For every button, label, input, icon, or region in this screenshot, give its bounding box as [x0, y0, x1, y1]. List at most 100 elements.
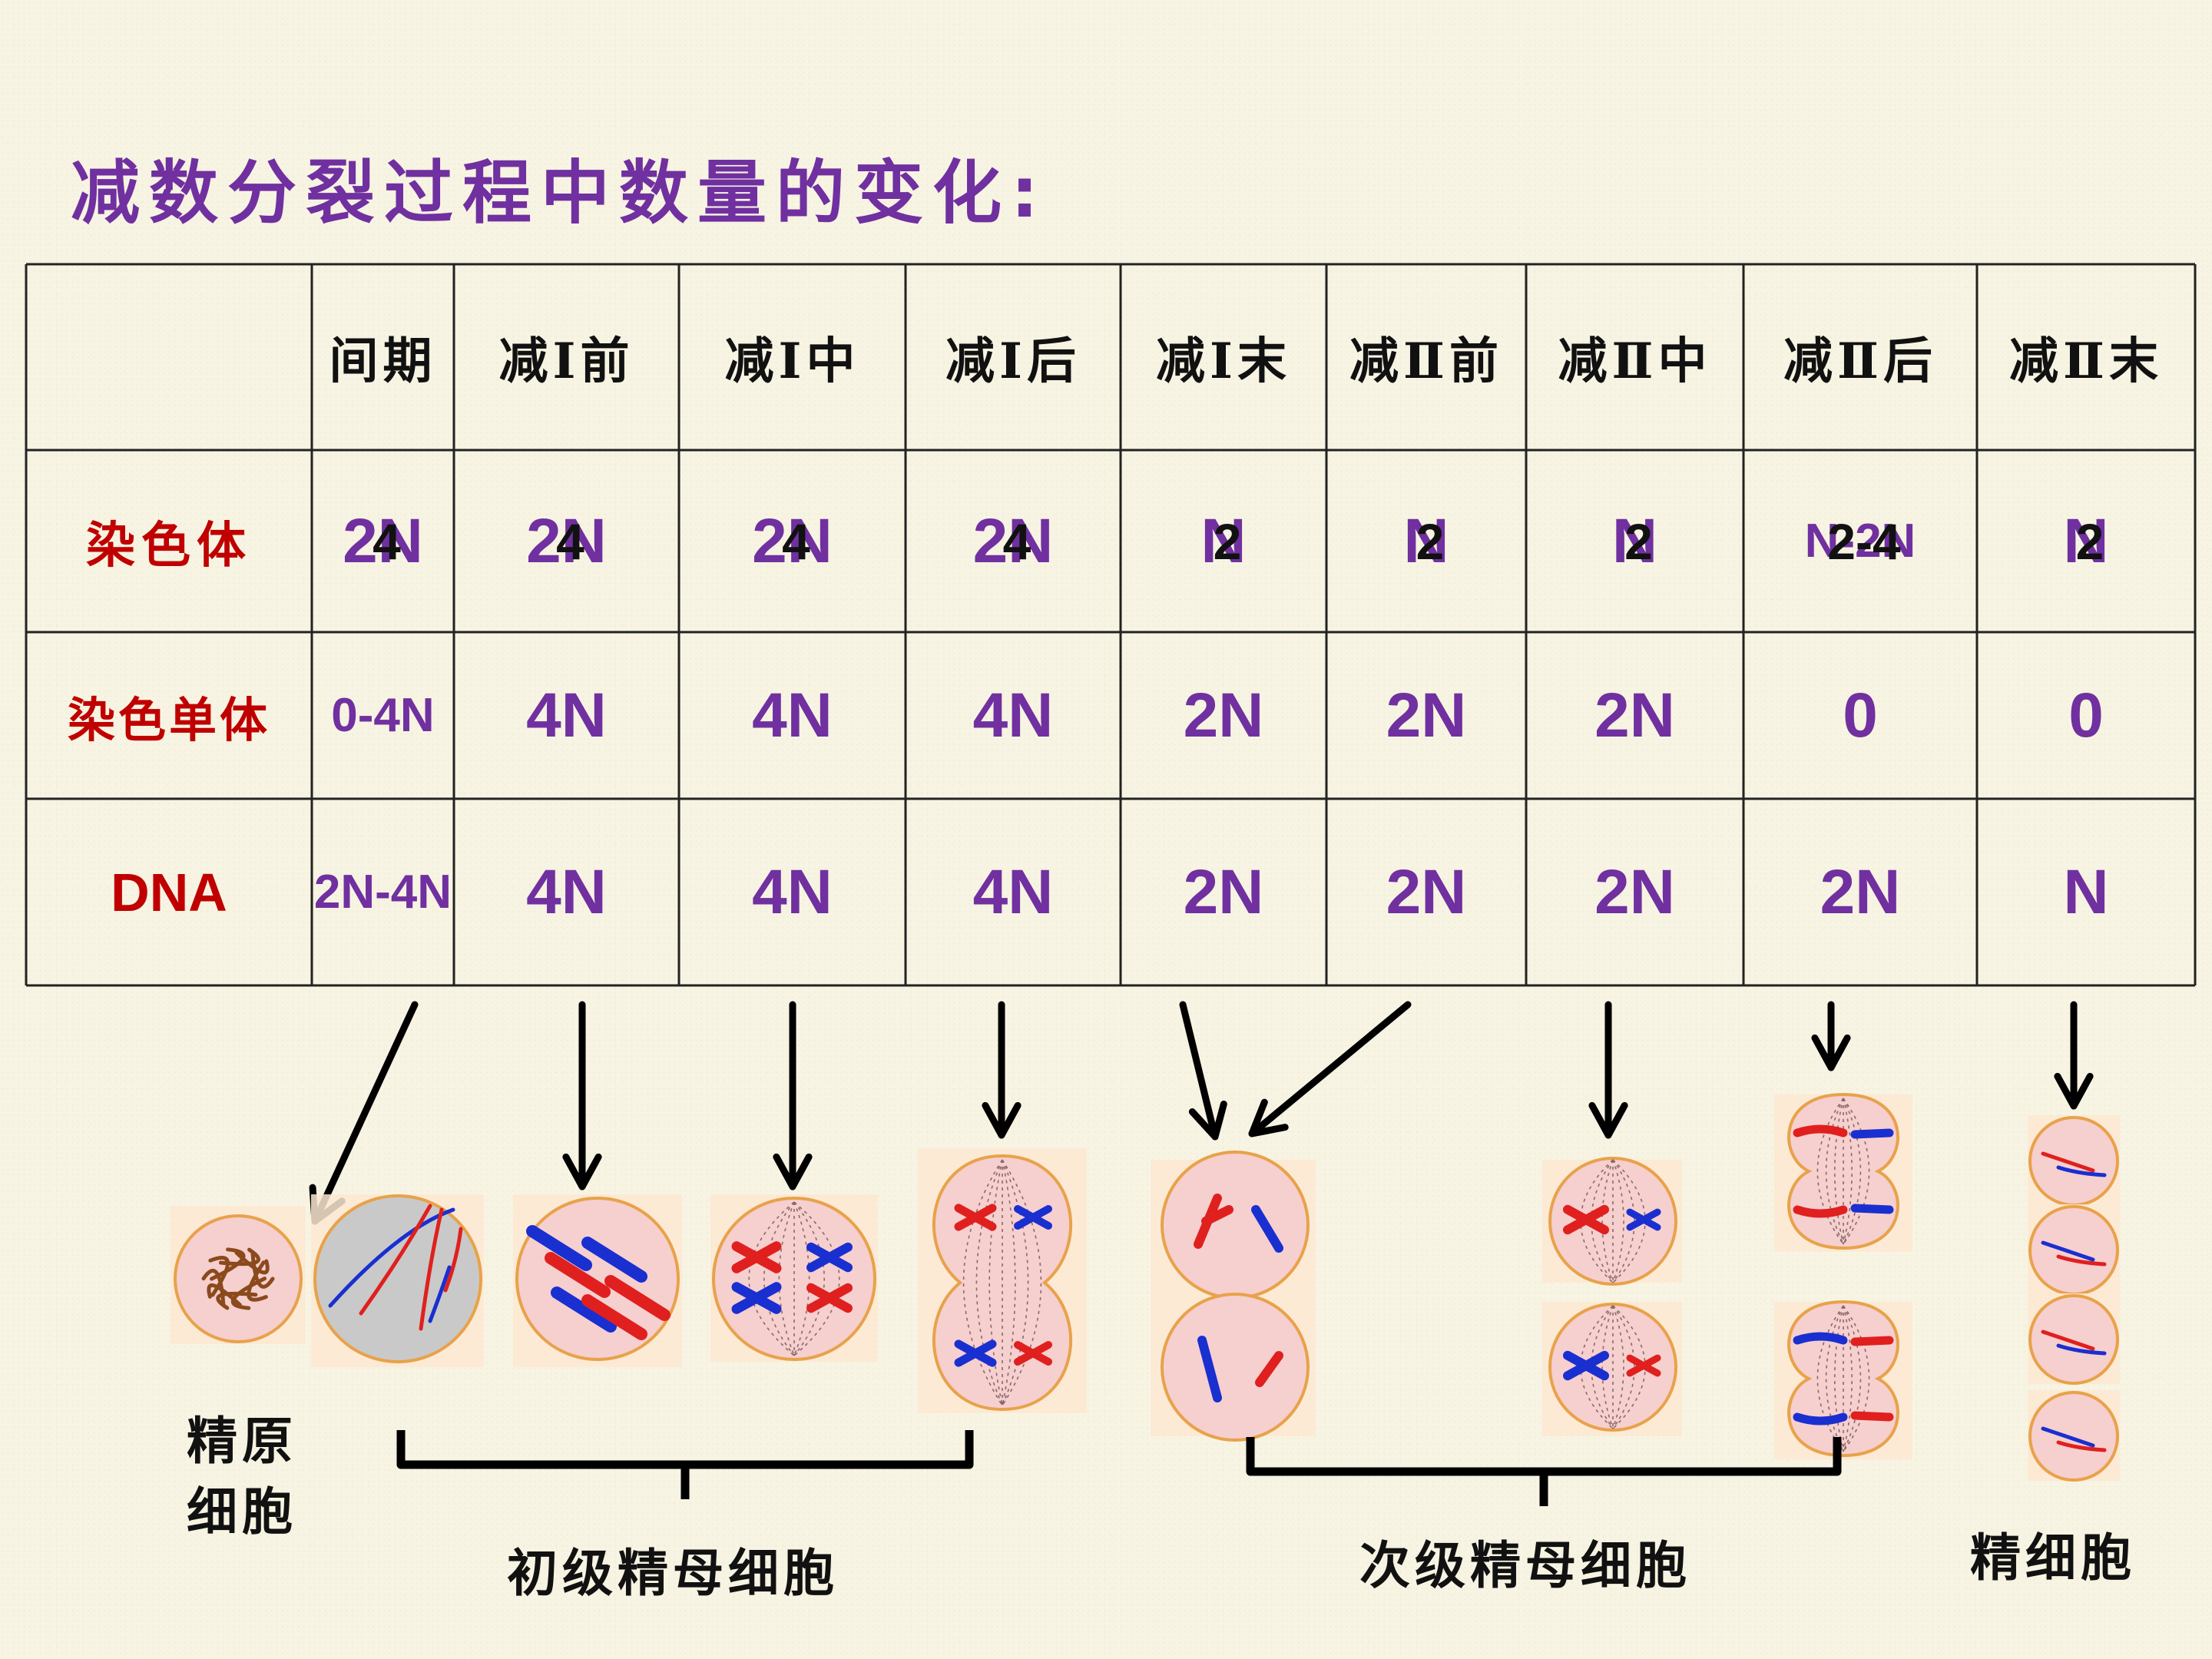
arrow-prophase-1-head: [562, 1153, 602, 1190]
prophase-chromosome: [581, 1294, 647, 1340]
spermatid-cell: [2028, 1391, 2119, 1482]
prophase-chromosome: [526, 1225, 592, 1271]
caption-spermatid: 精细胞: [1970, 1528, 2136, 1588]
arrow-anaphase-1-head: [982, 1101, 1022, 1139]
chromosome-arm: [1793, 1412, 1848, 1426]
chromosome-blue: [1014, 1205, 1052, 1230]
spindle-fiber: [1601, 1305, 1614, 1429]
table-cell: 4N: [972, 680, 1054, 750]
chromosome-red: [1194, 1194, 1233, 1249]
table-cell: 2N: [972, 505, 1054, 576]
table-cell: 2N: [1594, 680, 1675, 750]
chromosome-arm: [1793, 1332, 1848, 1345]
chromosome-strand-red: [443, 1227, 463, 1293]
chromosome-blue: [954, 1339, 997, 1367]
spindle-fiber: [962, 1159, 1003, 1406]
chromosome-blue: [1563, 1350, 1609, 1381]
spindle-fiber: [975, 1159, 1003, 1406]
chromosome-blue: [731, 1282, 782, 1314]
table-cell: 2N: [1386, 680, 1467, 750]
arrow-prophase-2: [1248, 1001, 1412, 1137]
chromatin-strand: [234, 1250, 270, 1275]
table-cell: 2N: [343, 505, 423, 576]
chromosome-red: [1014, 1341, 1052, 1366]
table-cell: N: [1611, 505, 1658, 576]
chromosome-arm: [1850, 1128, 1894, 1139]
chromosome-count-overlay: 2: [1213, 512, 1242, 570]
table-cell: 2N: [1183, 856, 1264, 927]
spindle-fiber: [1825, 1305, 1844, 1452]
row-label: 染色单体: [67, 691, 270, 748]
chromosome-red: [1563, 1204, 1609, 1235]
spindle-fiber: [1816, 1098, 1844, 1245]
spindle-fiber: [778, 1201, 795, 1356]
table-cell: 0: [2068, 680, 2104, 750]
table-cell: N: [1200, 505, 1247, 576]
column-header: 减Ⅱ后: [1783, 333, 1937, 390]
spindle-fiber: [1825, 1098, 1844, 1245]
prophase-chromosome: [581, 1237, 647, 1283]
prophase-chromosome: [604, 1275, 671, 1321]
chromosome-red: [806, 1283, 853, 1313]
column-header: 减Ⅱ中: [1558, 333, 1712, 390]
spermatid-chromosome: [2056, 1254, 2107, 1267]
chromosome-count-overlay: 2: [1624, 512, 1653, 570]
spindle-fiber: [1843, 1305, 1870, 1452]
chromosome-red: [731, 1241, 782, 1273]
prophase-1-cell: [515, 1197, 680, 1361]
chromosome-count-overlay: 2-4: [1827, 512, 1901, 570]
arrow-telophase-1-head: [1188, 1100, 1227, 1141]
spindle-fiber: [1843, 1098, 1870, 1245]
spermatid-chromosome: [2056, 1440, 2107, 1452]
chromosome-strand-blue: [428, 1265, 452, 1323]
spindle-fiber: [1002, 1159, 1042, 1406]
spermatid-cell: [2028, 1116, 2119, 1207]
caption-primary-spermatocyte: 初级精母细胞: [507, 1543, 839, 1603]
table-cell: N: [2063, 856, 2109, 927]
table-cell: 2N: [1820, 856, 1901, 927]
chromosome-count-overlay: 4: [373, 512, 401, 570]
arrow-metaphase-1-head: [773, 1153, 813, 1190]
chromosome-strand-red: [359, 1204, 432, 1316]
spindle-fiber: [1002, 1159, 1029, 1406]
spindle-fiber: [1843, 1305, 1862, 1452]
spindle-fiber: [1816, 1305, 1844, 1452]
table-cell: 2N: [1386, 856, 1467, 927]
arrow-interphase: [311, 1001, 419, 1225]
chromosome-blue: [1626, 1208, 1661, 1231]
chromosome-blue: [806, 1242, 853, 1273]
prophase-chromosome: [545, 1252, 611, 1298]
table-cell: 4N: [752, 856, 833, 927]
spermatogonium-cell: [174, 1214, 303, 1343]
table-cell: N-2N: [1804, 515, 1916, 568]
row-label: DNA: [111, 862, 227, 922]
chromosome-arm: [1793, 1124, 1848, 1137]
column-header: 减Ⅰ末: [1156, 333, 1291, 390]
page-title: 减数分裂过程中数量的变化:: [71, 153, 1048, 233]
chromosome-count-overlay: 2: [1416, 512, 1445, 570]
chromosome-arm: [1850, 1336, 1894, 1346]
table-cell: 4N: [526, 856, 607, 927]
table-cell: 0: [1843, 680, 1878, 750]
spindle-fiber: [793, 1201, 840, 1356]
table-cell: 4N: [972, 856, 1054, 927]
arrow-prophase-2-head: [1248, 1098, 1289, 1137]
bracket-secondary-spermatocyte: [1246, 1437, 1842, 1506]
table-cell: 2N: [752, 505, 833, 576]
chromosome-blue: [1197, 1336, 1222, 1402]
chromosome-arm: [1850, 1411, 1894, 1422]
spermatid-chromosome: [2041, 1240, 2095, 1262]
chromatin-strand: [218, 1247, 260, 1267]
column-header: 减Ⅱ前: [1349, 333, 1503, 390]
table-cell: 2N: [526, 505, 607, 576]
chromosome-count-overlay: 2: [2075, 512, 2104, 570]
arrow-telophase-2-head: [2054, 1072, 2094, 1110]
table-cell: 2N: [1594, 856, 1675, 927]
spindle-fiber: [1612, 1305, 1624, 1429]
table-cell: 2N: [1183, 680, 1264, 750]
bracket-primary-spermatocyte: [396, 1430, 974, 1499]
spermatid-chromosome: [2041, 1426, 2095, 1448]
arrow-telophase-1: [1179, 1001, 1219, 1141]
